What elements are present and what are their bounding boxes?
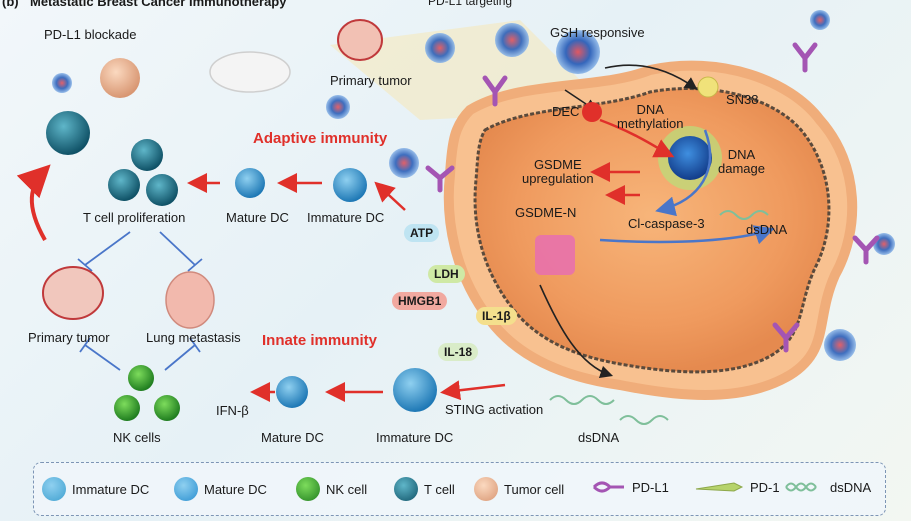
pd-l1-icon	[592, 481, 624, 493]
lung-metastasis-label: Lung metastasis	[146, 330, 241, 345]
top-label: PD-L1 targeting	[428, 0, 513, 8]
gsdme-n-label: GSDME-N	[515, 205, 577, 220]
dna-methylation-label: DNA methylation	[617, 102, 684, 131]
cl-caspase3-label: Cl-caspase-3	[628, 216, 705, 231]
pdl1-blockade-label: PD-L1 blockade	[44, 27, 137, 42]
t-cell-proliferation-label: T cell proliferation	[83, 210, 186, 225]
legend-label: Tumor cell	[504, 481, 565, 497]
immature-dc-bottom-label: Immature DC	[376, 430, 454, 445]
immature-dc-icon	[42, 477, 66, 501]
tumor-cell-graphic	[443, 60, 858, 400]
pathway-arrows-blue	[599, 129, 775, 245]
inhibition-lines	[77, 231, 203, 371]
panel-label: (b)	[2, 0, 19, 9]
legend-label: PD-L1	[632, 479, 669, 495]
il1b-tag: IL-1β	[476, 307, 517, 325]
dsdna-bottom-label: dsDNA	[578, 430, 620, 445]
pathway-arrows-red	[590, 118, 675, 205]
ldh-tag: LDH	[428, 265, 465, 283]
pd-l1-receptors	[425, 42, 880, 353]
primary-tumor-label: Primary tumor	[28, 330, 110, 345]
mature-dc-bottom-label: Mature DC	[261, 430, 324, 445]
figure-title: Metastatic Breast Cancer Immunotherapy	[30, 0, 287, 9]
ifn-beta-label: IFN-β	[216, 403, 249, 418]
sting-activation-label: STING activation	[445, 402, 544, 417]
gsdme-pore	[535, 235, 575, 275]
dsdna-strands	[549, 210, 769, 425]
legend-label: PD-1	[750, 479, 780, 495]
legend-label: T cell	[424, 481, 455, 497]
sn38-drug	[697, 76, 719, 98]
nk-cell-icon	[296, 477, 320, 501]
hmgb1-tag: HMGB1	[392, 292, 448, 310]
legend-label: Mature DC	[204, 481, 267, 497]
legend-item-tumor-cell: Tumor cell	[474, 477, 564, 501]
gsh-responsive-label: GSH responsive	[550, 25, 645, 40]
t-cell-icon	[394, 477, 418, 501]
legend: Immature DC Mature DC NK cell T cell Tum…	[33, 462, 886, 516]
legend-item-nk-cell: NK cell	[296, 477, 367, 501]
legend-label: NK cell	[326, 481, 368, 497]
nk-cells-label: NK cells	[113, 430, 161, 445]
legend-label: Immature DC	[72, 481, 150, 497]
legend-label: dsDNA	[830, 479, 872, 495]
legend-item-pd-1: PD-1	[694, 477, 780, 497]
gsdme-upregulation-label: GSDME upregulation	[522, 157, 594, 186]
dec-drug	[582, 102, 602, 122]
mouse-primary-tumor-label: Primary tumor	[330, 73, 412, 88]
dsdna-cell-label: dsDNA	[746, 222, 788, 237]
nanoparticles	[52, 10, 895, 361]
dec-label: DEC	[552, 104, 580, 119]
legend-item-t-cell: T cell	[394, 477, 455, 501]
legend-item-dsdna: dsDNA	[784, 477, 871, 497]
adaptive-immunity-label: Adaptive immunity	[253, 130, 388, 147]
legend-item-pd-l1: PD-L1	[592, 477, 669, 497]
sn38-label: SN38	[726, 92, 759, 107]
mature-dc-icon	[174, 477, 198, 501]
mature-dc-top-label: Mature DC	[226, 210, 289, 225]
left-panel-cells	[42, 19, 437, 421]
dna-damage-label: DNA damage	[718, 147, 765, 176]
innate-immunity-label: Innate immunity	[262, 332, 378, 349]
tumor-cell-icon	[474, 477, 498, 501]
pd-1-icon	[695, 482, 744, 492]
il18-tag: IL-18	[438, 343, 479, 361]
legend-item-immature-dc: Immature DC	[42, 477, 149, 501]
legend-item-mature-dc: Mature DC	[174, 477, 267, 501]
red-arrows	[16, 164, 506, 402]
immature-dc-top-label: Immature DC	[307, 210, 385, 225]
atp-tag: ATP	[404, 224, 440, 242]
dsdna-icon	[785, 482, 817, 492]
